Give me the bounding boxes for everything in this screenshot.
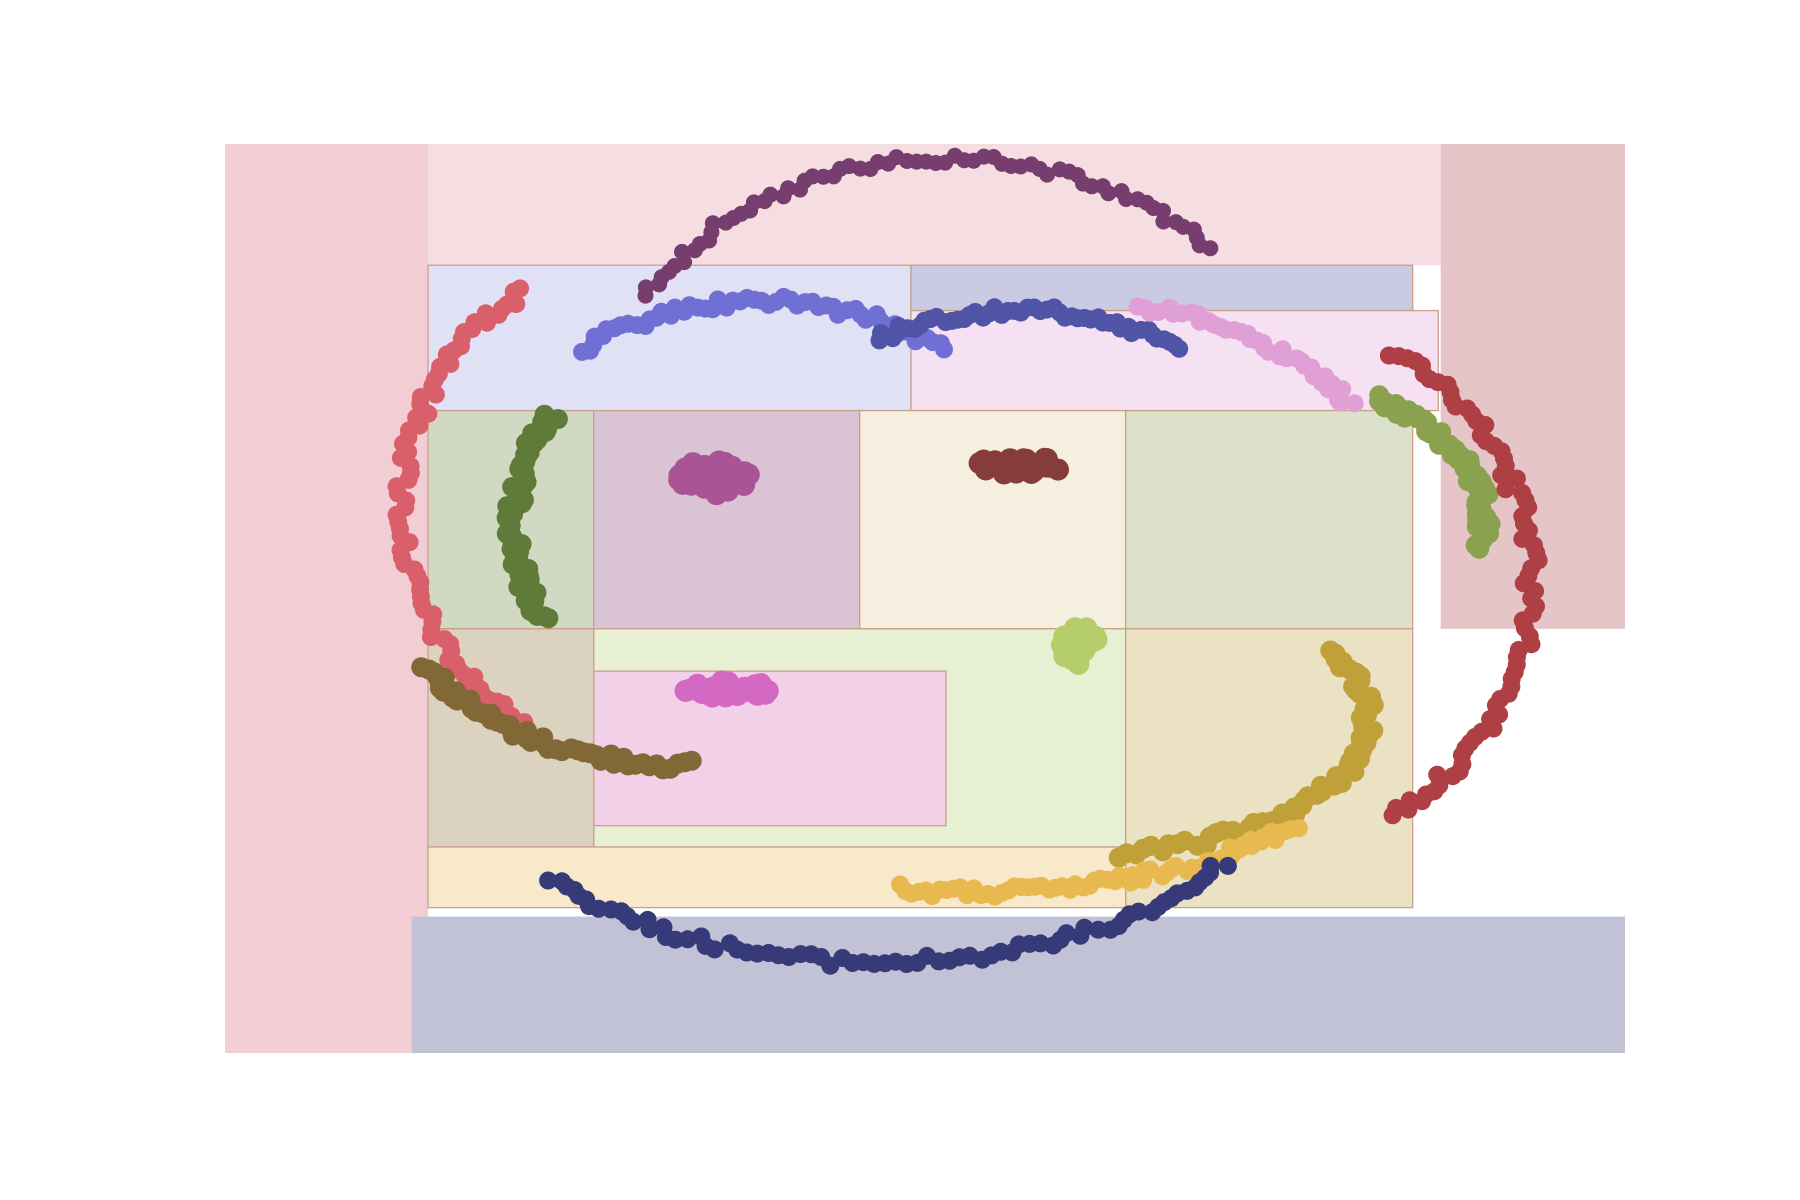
data-point	[573, 342, 591, 361]
region-left	[225, 144, 428, 1053]
data-point	[1507, 469, 1526, 488]
data-point	[712, 478, 735, 501]
data-point	[1080, 624, 1103, 647]
data-point	[678, 930, 697, 949]
data-point	[1129, 191, 1146, 208]
data-point	[1128, 297, 1147, 316]
data-point	[1129, 902, 1148, 921]
series-12	[1050, 617, 1108, 675]
data-point	[1379, 346, 1398, 365]
region-bottom-band	[427, 846, 1127, 909]
data-point	[640, 920, 659, 939]
data-point	[539, 871, 558, 890]
region-mid-center-left	[593, 409, 861, 630]
series-7	[968, 447, 1069, 485]
data-point	[1057, 924, 1076, 943]
region-mid-center	[859, 409, 1127, 630]
series-15	[539, 856, 1237, 975]
data-point	[708, 674, 731, 696]
region-mid-right	[1125, 409, 1414, 630]
data-point	[637, 287, 654, 304]
data-point	[870, 331, 889, 350]
data-point	[421, 628, 440, 647]
data-point	[1218, 856, 1237, 875]
data-point	[538, 608, 559, 629]
series-1	[573, 287, 953, 361]
data-point	[739, 677, 762, 700]
series-3	[1128, 297, 1364, 413]
data-point	[1113, 183, 1130, 200]
data-point	[721, 455, 744, 478]
series-10	[411, 657, 702, 780]
data-point	[691, 682, 714, 704]
data-point	[671, 472, 694, 495]
data-point	[624, 912, 643, 931]
data-point	[999, 455, 1022, 478]
series-6	[668, 450, 760, 506]
data-point	[705, 940, 724, 959]
data-point	[1094, 178, 1111, 195]
data-point	[651, 276, 668, 293]
region-upper-right	[910, 309, 1439, 412]
data-point	[733, 473, 756, 496]
data-point	[426, 385, 445, 404]
data-point	[693, 454, 716, 477]
series-11	[674, 670, 779, 708]
series-4	[387, 279, 534, 732]
data-point	[1067, 652, 1090, 675]
data-point	[1289, 819, 1308, 838]
data-point	[1345, 394, 1364, 413]
data-point	[1273, 340, 1292, 359]
series-14	[891, 819, 1308, 906]
data-point	[1369, 385, 1390, 406]
series-2	[870, 298, 1189, 358]
data-point	[775, 188, 792, 205]
series-13	[1108, 640, 1384, 868]
data-point	[1320, 640, 1341, 661]
data-point	[717, 214, 734, 231]
data-point	[792, 181, 808, 198]
data-point	[1428, 765, 1447, 784]
data-point	[1036, 454, 1058, 476]
series-8	[1369, 385, 1501, 559]
data-point	[681, 750, 702, 771]
region-upper-left	[427, 264, 912, 412]
data-point	[1167, 214, 1184, 231]
data-point	[1053, 625, 1076, 648]
decision-regions	[225, 144, 1626, 1053]
data-point	[1496, 480, 1515, 499]
data-point	[968, 452, 991, 475]
data-point	[1075, 918, 1094, 937]
scatter-points	[387, 147, 1548, 975]
series-5	[496, 404, 568, 629]
data-point	[1201, 856, 1220, 875]
data-point	[686, 242, 703, 259]
series-9	[1379, 346, 1548, 825]
series-0	[637, 147, 1219, 304]
data-point	[1051, 161, 1068, 178]
data-point	[1513, 484, 1532, 502]
